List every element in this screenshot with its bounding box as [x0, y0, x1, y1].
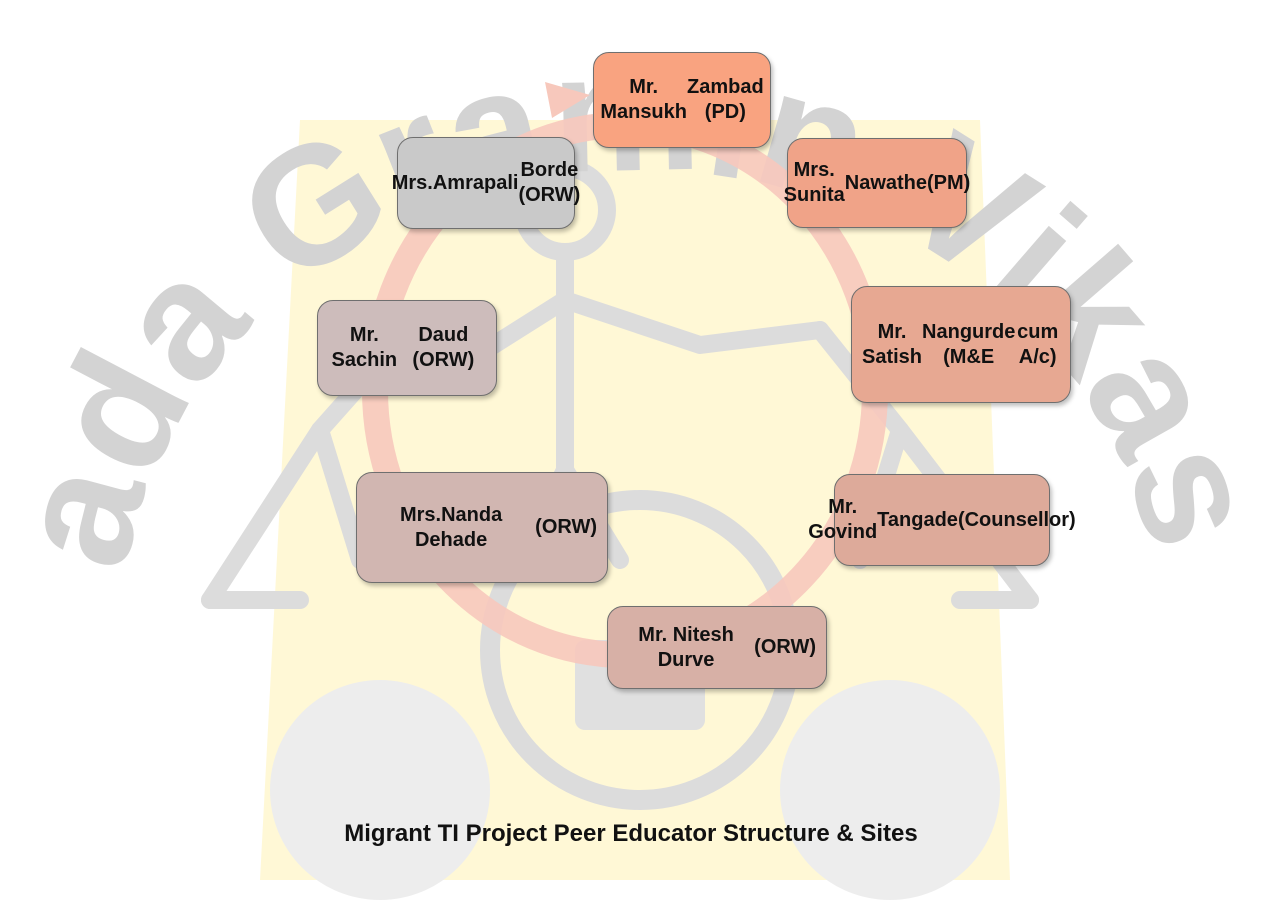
- right-globe-shape: [780, 680, 1000, 900]
- diagram-caption: Migrant TI Project Peer Educator Structu…: [344, 820, 918, 847]
- cycle-arrowhead: [545, 82, 590, 118]
- node-mansukh-zambad: Mr. Mansukh Zambad (PD): [593, 52, 771, 148]
- left-globe-shape: [270, 680, 490, 900]
- node-sunita-nawathe: Mrs. Sunita Nawathe (PM): [784, 138, 970, 228]
- node-govind-tangade: Mr. Govind Tangade (Counsellor): [808, 474, 1076, 566]
- node-satish-nangurde: Mr. Satish Nangurde (M&E cum A/c): [851, 286, 1071, 403]
- node-nitesh-durve: Mr. Nitesh Durve (ORW): [607, 606, 827, 689]
- node-nanda-dehade: Mrs.Nanda Dehade (ORW): [356, 472, 608, 583]
- node-amrapali-borde: Mrs. Amrapali Borde (ORW): [392, 137, 580, 229]
- node-sachin-daud: Mr. Sachin Daud (ORW): [317, 300, 497, 396]
